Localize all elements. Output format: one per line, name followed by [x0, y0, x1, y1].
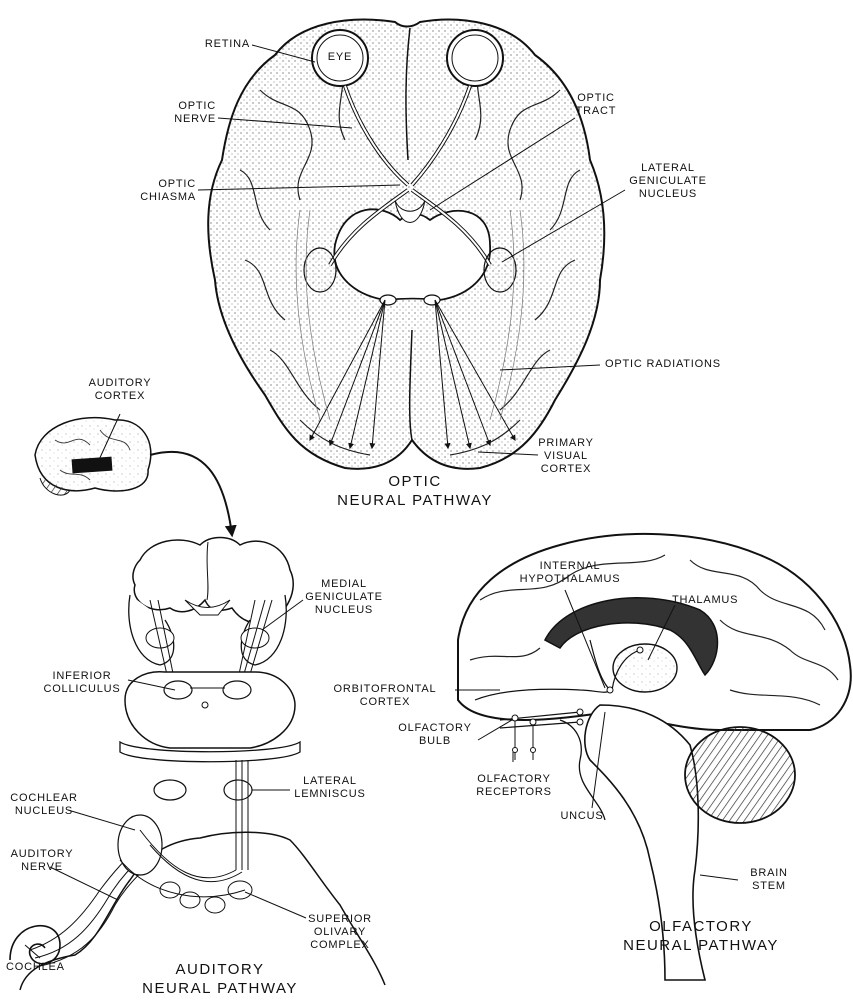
label-superior-olivary-line-2: OLIVARY [300, 926, 380, 939]
title-optic: OPTIC NEURAL PATHWAY [300, 472, 530, 510]
label-olfactory-bulb-line-1: OLFACTORY [390, 722, 480, 735]
label-lateral-geniculate-line-1: LATERAL [620, 162, 716, 175]
label-medial-geniculate-line-3: NUCLEUS [292, 604, 396, 617]
title-optic-line-2: NEURAL PATHWAY [300, 491, 530, 510]
label-primary-visual-cortex-line-3: CORTEX [530, 463, 602, 476]
label-inferior-colliculus-line-1: INFERIOR [34, 670, 130, 683]
label-auditory-nerve: AUDITORY NERVE [4, 848, 80, 874]
label-lateral-lemniscus: LATERAL LEMNISCUS [286, 775, 374, 801]
label-medial-geniculate-line-1: MEDIAL [292, 578, 396, 591]
label-optic-tract-line-2: TRACT [560, 105, 632, 118]
label-lateral-geniculate-line-3: NUCLEUS [620, 188, 716, 201]
label-olfactory-bulb: OLFACTORY BULB [390, 722, 480, 748]
label-medial-geniculate-line-2: GENICULATE [292, 591, 396, 604]
label-optic-tract-line-1: OPTIC [560, 92, 632, 105]
label-thalamus-line-1: THALAMUS [672, 594, 762, 607]
label-optic-radiations-line-1: OPTIC RADIATIONS [605, 358, 765, 371]
label-cochlear-nucleus-line-2: NUCLEUS [4, 805, 84, 818]
label-orbitofrontal-cortex-line-1: ORBITOFRONTAL [320, 683, 450, 696]
label-primary-visual-cortex-line-2: VISUAL [530, 450, 602, 463]
label-optic-chiasma-line-1: OPTIC [116, 178, 196, 191]
label-auditory-cortex-line-2: CORTEX [80, 390, 160, 403]
title-auditory-line-1: AUDITORY [115, 960, 325, 979]
label-cochlear-nucleus: COCHLEAR NUCLEUS [4, 792, 84, 818]
label-lateral-geniculate-line-2: GENICULATE [620, 175, 716, 188]
title-olfactory: OLFACTORY NEURAL PATHWAY [596, 917, 806, 955]
label-optic-chiasma: OPTIC CHIASMA [116, 178, 196, 204]
label-internal-hypothalamus: INTERNAL HYPOTHALAMUS [510, 560, 630, 586]
label-optic-nerve-line-2: NERVE [150, 113, 216, 126]
label-optic-nerve: OPTIC NERVE [150, 100, 216, 126]
label-optic-nerve-line-1: OPTIC [150, 100, 216, 113]
label-olfactory-receptors-line-1: OLFACTORY [462, 773, 566, 786]
label-cochlear-nucleus-line-1: COCHLEAR [4, 792, 84, 805]
label-optic-radiations: OPTIC RADIATIONS [605, 358, 765, 371]
label-medial-geniculate: MEDIAL GENICULATE NUCLEUS [292, 578, 396, 617]
title-olfactory-line-1: OLFACTORY [596, 917, 806, 936]
label-olfactory-bulb-line-2: BULB [390, 735, 480, 748]
olfactory-drawing [458, 534, 851, 980]
label-thalamus: THALAMUS [672, 594, 762, 607]
label-cochlea-line-1: COCHLEA [6, 961, 86, 974]
label-auditory-cortex-line-1: AUDITORY [80, 377, 160, 390]
label-optic-chiasma-line-2: CHIASMA [116, 191, 196, 204]
label-auditory-nerve-line-2: NERVE [4, 861, 80, 874]
label-brain-stem: BRAIN STEM [736, 867, 802, 893]
title-auditory: AUDITORY NEURAL PATHWAY [115, 960, 325, 998]
label-primary-visual-cortex-line-1: PRIMARY [530, 437, 602, 450]
label-olfactory-receptors: OLFACTORY RECEPTORS [462, 773, 566, 799]
label-lateral-lemniscus-line-2: LEMNISCUS [286, 788, 374, 801]
label-uncus-line-1: UNCUS [552, 810, 612, 823]
label-superior-olivary-line-1: SUPERIOR [300, 913, 380, 926]
label-inferior-colliculus: INFERIOR COLLICULUS [34, 670, 130, 696]
label-auditory-nerve-line-1: AUDITORY [4, 848, 80, 861]
label-brain-stem-line-2: STEM [736, 880, 802, 893]
label-internal-hypothalamus-line-1: INTERNAL [510, 560, 630, 573]
title-olfactory-line-2: NEURAL PATHWAY [596, 936, 806, 955]
label-lateral-geniculate: LATERAL GENICULATE NUCLEUS [620, 162, 716, 201]
label-retina-line-1: RETINA [178, 38, 250, 51]
label-auditory-cortex: AUDITORY CORTEX [80, 377, 160, 403]
title-optic-line-1: OPTIC [300, 472, 530, 491]
label-orbitofrontal-cortex: ORBITOFRONTAL CORTEX [320, 683, 450, 709]
label-cochlea: COCHLEA [6, 961, 86, 974]
label-uncus: UNCUS [552, 810, 612, 823]
label-optic-tract: OPTIC TRACT [560, 92, 632, 118]
label-inferior-colliculus-line-2: COLLICULUS [34, 683, 130, 696]
title-auditory-line-2: NEURAL PATHWAY [115, 979, 325, 998]
label-brain-stem-line-1: BRAIN [736, 867, 802, 880]
label-superior-olivary-line-3: COMPLEX [300, 939, 380, 952]
label-orbitofrontal-cortex-line-2: CORTEX [320, 696, 450, 709]
optic-brain-drawing [208, 20, 604, 469]
label-internal-hypothalamus-line-2: HYPOTHALAMUS [510, 573, 630, 586]
label-primary-visual-cortex: PRIMARY VISUAL CORTEX [530, 437, 602, 476]
label-eye-line-1: EYE [322, 51, 358, 64]
label-eye: EYE [322, 51, 358, 64]
label-lateral-lemniscus-line-1: LATERAL [286, 775, 374, 788]
label-superior-olivary: SUPERIOR OLIVARY COMPLEX [300, 913, 380, 952]
label-retina: RETINA [178, 38, 250, 51]
label-olfactory-receptors-line-2: RECEPTORS [462, 786, 566, 799]
